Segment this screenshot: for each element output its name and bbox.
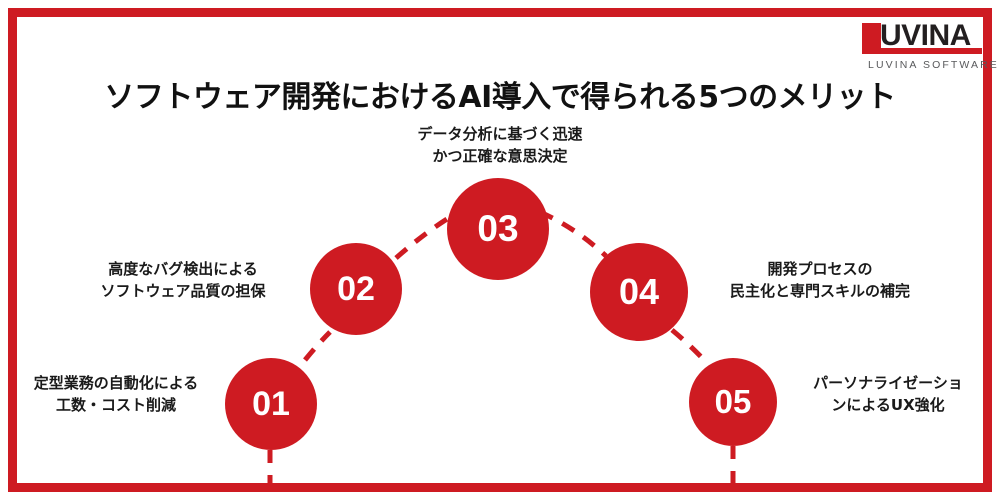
step-circle-01: 01: [225, 358, 317, 450]
step-label-02-line2: ソフトウェア品質の担保: [100, 281, 266, 300]
luvina-logo: UVINA LUVINA SOFTWARE: [862, 19, 997, 74]
step-circle-05: 05: [689, 358, 777, 446]
arc-02-03: [394, 207, 464, 260]
step-label-03-line1: データ分析に基づく迅速: [417, 125, 583, 143]
step-label-05: パーソナライゼーショ ンによるUX強化: [788, 373, 988, 417]
step-circle-03: 03: [447, 178, 549, 280]
step-label-01: 定型業務の自動化による 工数・コスト削減: [10, 373, 222, 417]
arc-01-02: [303, 330, 332, 362]
step-label-01-line2: 工数・コスト削減: [55, 395, 176, 414]
step-circle-02: 02: [310, 243, 402, 335]
step-label-05-line1: パーソナライゼーショ: [813, 374, 963, 392]
logo-l-stem-icon: [862, 23, 881, 54]
step-label-04-line1: 開発プロセスの: [767, 260, 873, 278]
step-label-02-line1: 高度なバグ検出による: [108, 260, 258, 278]
step-label-04-line2: 民主化と専門スキルの補完: [729, 281, 910, 300]
logo-mark: UVINA: [862, 19, 986, 56]
logo-tagline: LUVINA SOFTWARE: [868, 59, 999, 71]
step-label-05-line2: ンによるUX強化: [831, 395, 945, 414]
logo-wordmark: UVINA: [880, 19, 971, 52]
step-circle-04: 04: [590, 243, 688, 341]
step-label-04: 開発プロセスの 民主化と専門スキルの補完: [700, 259, 940, 303]
step-label-02: 高度なバグ検出による ソフトウェア品質の担保: [72, 259, 294, 303]
step-label-03-line2: かつ正確な意思決定: [432, 146, 568, 165]
arc-03-04: [538, 209, 608, 258]
page-title: ソフトウェア開発におけるAI導入で得られる5つのメリット: [104, 80, 896, 115]
step-label-01-line1: 定型業務の自動化による: [33, 374, 199, 392]
step-label-03: データ分析に基づく迅速 かつ正確な意思決定: [380, 124, 620, 168]
arc-04-05: [670, 328, 708, 364]
logo-l-foot-icon: [862, 48, 982, 54]
